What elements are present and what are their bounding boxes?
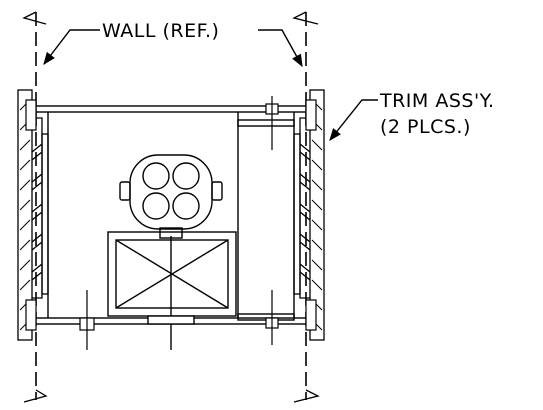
trim-assembly-right [293, 89, 325, 341]
trim-label-line1: TRIM ASS'Y. [379, 90, 494, 112]
wall-line-right [292, 11, 320, 403]
trim-callout: TRIM ASS'Y. (2 PLCS.) [329, 90, 494, 141]
wall-line-left [22, 11, 48, 403]
wall-ref-callout: WALL (REF.) [43, 20, 303, 68]
lamp-cluster [119, 154, 223, 239]
ballast-box [107, 231, 237, 350]
fasteners [25, 96, 317, 350]
trim-label-line2: (2 PLCS.) [380, 116, 471, 138]
wall-ref-label: WALL (REF.) [102, 20, 219, 42]
